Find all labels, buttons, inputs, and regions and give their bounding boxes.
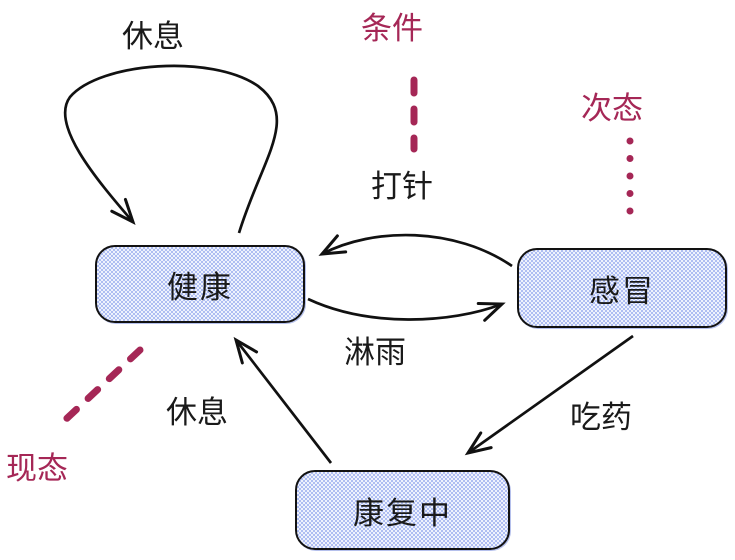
transition-label-rest-top: 休息 bbox=[122, 19, 184, 54]
annotation-label-condition: 条件 bbox=[361, 11, 423, 46]
state-box-recovering: 康复中 bbox=[295, 470, 510, 550]
current-state-dashed-line bbox=[60, 346, 144, 425]
state-box-healthy: 健康 bbox=[95, 245, 305, 323]
transition-label-rain: 淋雨 bbox=[344, 335, 406, 370]
inject-arrow bbox=[318, 233, 513, 268]
annotation-label-next-state: 次态 bbox=[581, 91, 643, 126]
medicine-arrow bbox=[464, 334, 634, 456]
transition-label-inject: 打针 bbox=[371, 169, 433, 204]
transition-label-rest-bottom: 休息 bbox=[166, 395, 228, 430]
state-label-healthy: 健康 bbox=[167, 269, 233, 305]
self-loop-rest-arrow bbox=[63, 64, 279, 234]
state-box-cold: 感冒 bbox=[517, 248, 727, 328]
state-label-recovering: 康复中 bbox=[353, 495, 452, 531]
rain-arrow bbox=[307, 297, 506, 322]
annotation-label-current-state: 现态 bbox=[6, 451, 68, 486]
rest-arrow bbox=[233, 336, 333, 464]
transition-label-medicine: 吃药 bbox=[570, 400, 632, 435]
state-label-cold: 感冒 bbox=[589, 273, 655, 309]
